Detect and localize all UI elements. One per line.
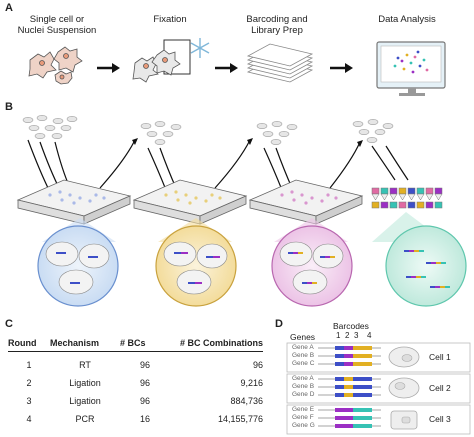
cell-combinations: 884,736 — [230, 396, 263, 406]
gene-label: Gene A — [292, 375, 314, 382]
cell-bcs: 96 — [139, 360, 150, 370]
step-fixation-line1: Fixation — [153, 14, 187, 25]
barcode-number-1: 1 — [336, 331, 341, 340]
cell-clouds — [22, 115, 394, 145]
monitor-icon — [376, 41, 446, 96]
step-suspension-line1: Single cell or — [29, 14, 85, 25]
scatter-plot-icon — [393, 50, 429, 74]
workflow-illustration — [28, 38, 446, 96]
genes-header: Genes — [290, 332, 316, 342]
table-row: 2 Ligation 96 9,216 — [8, 370, 263, 388]
table-row: 1 RT 96 96 — [8, 352, 263, 370]
col-mechanism: Mechanism — [50, 338, 120, 352]
cell-2-label: Cell 2 — [429, 383, 451, 393]
cell-1-shape-icon — [388, 346, 420, 368]
panel-label-d: D — [275, 318, 283, 330]
cell-3-label: Cell 3 — [429, 414, 451, 424]
step-fixation-title: Fixation — [130, 14, 210, 25]
arrow-3-icon — [330, 63, 353, 73]
plate-3-icon — [248, 179, 364, 225]
step-analysis-title: Data Analysis — [362, 14, 452, 25]
gene-label: Gene A — [292, 344, 314, 351]
gene-label: Gene G — [292, 422, 315, 429]
gene-label: Gene D — [292, 391, 315, 398]
cell-round: 2 — [26, 378, 32, 388]
barcode-molecules — [318, 346, 381, 428]
cell-combinations: 96 — [252, 360, 263, 370]
cell-combinations: 14,155,776 — [217, 414, 263, 424]
lens-4-icon — [385, 225, 467, 307]
col-bcs: # BCs — [120, 338, 170, 352]
cell-3-shape-icon — [390, 410, 418, 430]
col-bc-combinations: # BC Combinations — [170, 338, 263, 352]
arrow-2-icon — [215, 63, 238, 73]
cell-2-box — [286, 373, 471, 404]
lens-2-icon — [155, 225, 237, 307]
step-suspension-line2: Nuclei Suspension — [17, 25, 97, 36]
step-suspension-title: Single cell or Nuclei Suspension — [2, 14, 112, 36]
plate-1-icon — [16, 179, 132, 225]
cell-mechanism: Ligation — [69, 396, 101, 406]
table-row: 3 Ligation 96 884,736 — [8, 388, 263, 406]
step-barcoding-line1: Barcoding and — [246, 14, 308, 25]
cell-1-label: Cell 1 — [429, 352, 451, 362]
table-row: 4 PCR 16 14,155,776 — [8, 406, 263, 424]
split-pool-illustration — [16, 115, 467, 307]
col-round: Round — [8, 338, 50, 352]
snowflake-icon — [190, 38, 210, 58]
gene-label: Gene B — [292, 352, 315, 359]
library-stack-icon — [246, 43, 314, 83]
panel-label-a: A — [5, 2, 13, 14]
rounds-table-header: Round Mechanism # BCs # BC Combinations — [8, 338, 263, 352]
gene-label: Gene F — [292, 414, 314, 421]
cell-2-shape-icon — [388, 377, 420, 399]
cell-mechanism: RT — [79, 360, 91, 370]
cell-combinations: 9,216 — [240, 378, 263, 388]
barcode-number-2: 2 — [345, 331, 350, 340]
cell-mechanism: Ligation — [69, 378, 101, 388]
cell-bcs: 96 — [139, 378, 150, 388]
panel-label-b: B — [5, 101, 13, 113]
rounds-table: Round Mechanism # BCs # BC Combinations … — [8, 338, 263, 424]
cell-bcs: 16 — [139, 414, 150, 424]
cell-bcs: 96 — [139, 396, 150, 406]
gene-label: Gene E — [292, 406, 315, 413]
lens-3-icon — [271, 225, 353, 307]
cell-mechanism: PCR — [75, 414, 95, 424]
step-barcoding-title: Barcoding and Library Prep — [232, 14, 322, 36]
arrow-1-icon — [97, 63, 120, 73]
plate-2-icon — [132, 179, 248, 225]
cell-round: 1 — [26, 360, 32, 370]
pcr-tubes-icon — [371, 187, 443, 209]
cell-round: 4 — [26, 414, 32, 424]
lens-1-icon — [37, 225, 119, 307]
step-analysis-line1: Data Analysis — [378, 14, 436, 25]
barcodes-header: Barcodes — [333, 321, 369, 331]
cell-round: 3 — [26, 396, 32, 406]
gene-label: Gene B — [292, 383, 315, 390]
step-barcoding-line2: Library Prep — [251, 25, 303, 36]
suspension-cells-icon — [28, 46, 83, 85]
panel-label-c: C — [5, 318, 13, 330]
gene-label: Gene C — [292, 360, 315, 367]
fixation-icon — [132, 38, 210, 83]
barcode-number-3: 3 — [354, 331, 359, 340]
barcode-number-4: 4 — [367, 331, 372, 340]
